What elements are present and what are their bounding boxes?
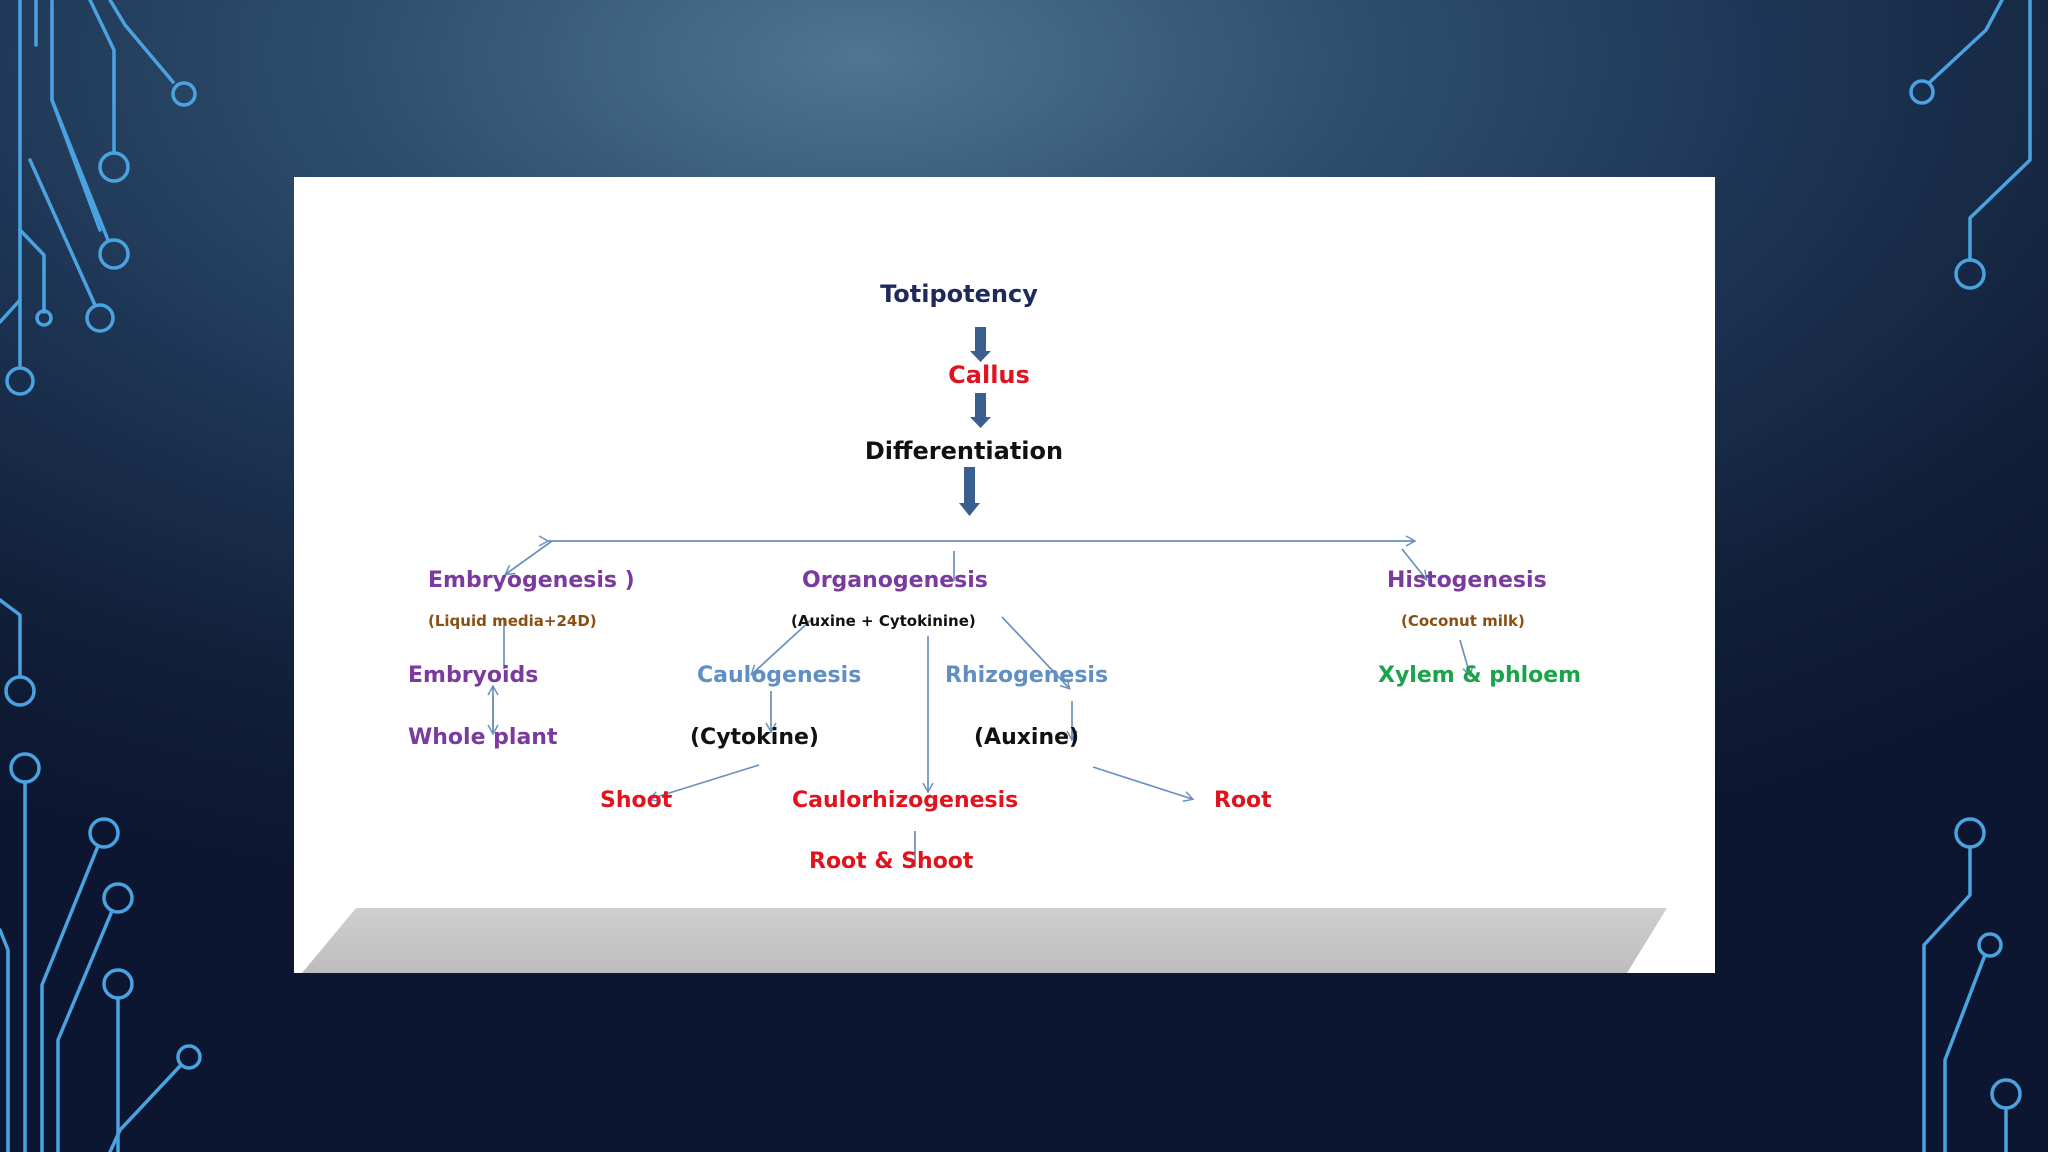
connector-arrow xyxy=(1001,616,1071,690)
organogenesis-label: Organogenesis xyxy=(802,568,988,593)
histogenesis-label: Histogenesis xyxy=(1387,568,1547,593)
circuit-trace xyxy=(28,158,97,307)
caulorhizogenesis-label: Caulorhizogenesis xyxy=(792,788,1018,813)
root-label: Root xyxy=(1214,788,1272,813)
circuit-trace xyxy=(108,1063,183,1152)
circuit-node xyxy=(98,238,130,270)
whole-plant-label: Whole plant xyxy=(408,725,558,750)
floor-shadow xyxy=(302,908,1667,973)
root-and-shoot-label: Root & Shoot xyxy=(809,849,974,874)
circuit-trace xyxy=(40,844,100,1152)
circuit-node xyxy=(5,366,35,396)
circuit-node xyxy=(171,81,197,107)
down-arrow xyxy=(959,467,980,516)
totipotency-flowchart: Totipotency Callus Differentiation Embry… xyxy=(302,280,1667,973)
rhizogenesis-label: Rhizogenesis xyxy=(945,663,1108,688)
circuit-node xyxy=(98,151,130,183)
circuit-node xyxy=(1990,1078,2022,1110)
connector-arrow xyxy=(1459,639,1474,678)
circuit-trace xyxy=(88,0,116,154)
circuit-node xyxy=(102,882,134,914)
circuit-trace xyxy=(0,598,22,677)
differentiation-label: Differentiation xyxy=(865,437,1063,465)
embryogenesis-label: Embryogenesis ) xyxy=(428,568,635,593)
circuit-trace xyxy=(50,98,110,242)
circuit-trace xyxy=(0,928,10,1152)
circuit-node xyxy=(1954,817,1986,849)
circuit-node xyxy=(1909,79,1935,105)
circuit-trace xyxy=(1943,953,1987,1152)
circuit-node xyxy=(1977,932,2003,958)
circuit-node xyxy=(88,817,120,849)
circuit-trace xyxy=(108,0,175,84)
circuit-node xyxy=(4,675,36,707)
organogenesis-hormones-label: (Auxine + Cytokinine) xyxy=(791,612,976,630)
down-arrow xyxy=(970,327,991,362)
callus-label: Callus xyxy=(948,361,1030,389)
embryoids-label: Embryoids xyxy=(408,663,538,688)
embryogenesis-media-label: (Liquid media+24D) xyxy=(428,612,597,630)
circuit-trace xyxy=(1928,0,2004,84)
connector-arrow xyxy=(503,540,553,576)
down-arrow xyxy=(970,393,991,428)
circuit-node xyxy=(176,1044,202,1070)
diagram-image: Totipotency Callus Differentiation Embry… xyxy=(294,177,1715,973)
xylem-phloem-label: Xylem & phloem xyxy=(1378,663,1581,688)
circuit-node xyxy=(9,752,41,784)
auxine-label: (Auxine) xyxy=(974,725,1079,750)
cytokine-label: (Cytokine) xyxy=(690,725,819,750)
circuit-node xyxy=(35,309,53,327)
circuit-node xyxy=(1954,258,1986,290)
circuit-trace xyxy=(18,228,46,314)
connector-arrow xyxy=(647,764,760,803)
circuit-node xyxy=(102,968,134,1000)
connector-arrow xyxy=(1401,548,1428,581)
connector-arrow xyxy=(750,618,813,676)
shoot-label: Shoot xyxy=(600,788,673,813)
circuit-node xyxy=(85,303,115,333)
totipotency-label: Totipotency xyxy=(880,280,1038,308)
histogenesis-media-label: (Coconut milk) xyxy=(1401,612,1525,630)
circuit-trace xyxy=(56,909,114,1152)
connector-arrow xyxy=(1092,766,1195,803)
circuit-trace xyxy=(0,298,22,324)
circuit-trace xyxy=(1968,0,2032,260)
circuit-trace xyxy=(1922,845,1972,1152)
caulogenesis-label: Caulogenesis xyxy=(697,663,861,688)
